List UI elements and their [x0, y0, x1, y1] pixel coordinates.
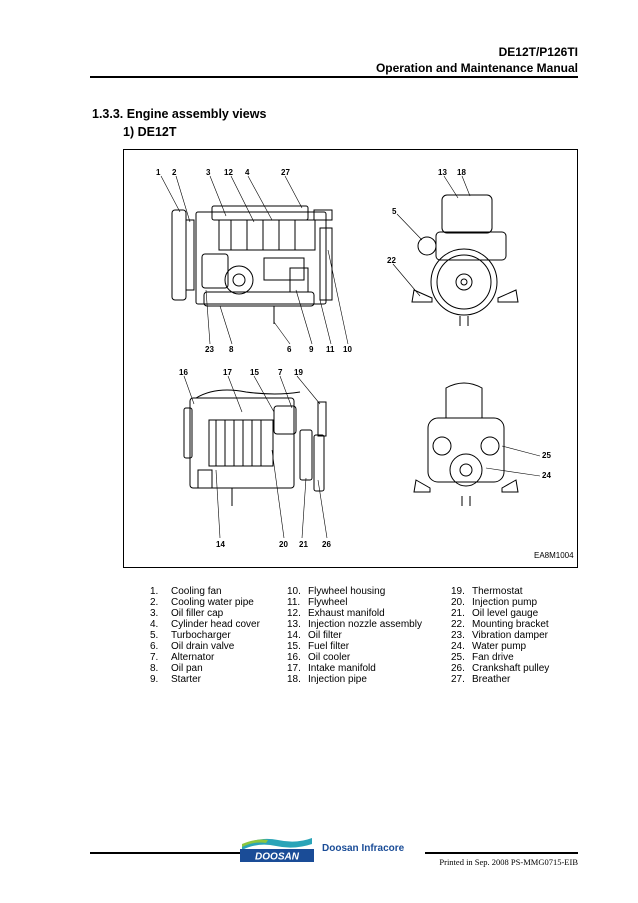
- callout-16: 16: [179, 368, 188, 377]
- callout-13: 13: [438, 168, 447, 177]
- list-item: 9.Starter: [150, 674, 202, 685]
- parts-column-2: 10.Flywheel housing 11.Flywheel 12.Exhau…: [287, 586, 462, 685]
- callout-18: 18: [457, 168, 466, 177]
- list-item: 15.Fuel filter: [287, 641, 350, 652]
- list-item: 17.Intake manifold: [287, 663, 376, 674]
- list-item: 12.Exhaust manifold: [287, 608, 385, 619]
- callout-21: 21: [299, 540, 308, 549]
- callout-26: 26: [322, 540, 331, 549]
- engine-figure: 1 2 3 12 4 27 13 18 5 22 23 8 6 9 11 10 …: [123, 149, 578, 568]
- callout-20: 20: [279, 540, 288, 549]
- callout-24: 24: [542, 471, 551, 480]
- list-item: 27.Breather: [451, 674, 511, 685]
- list-item: 10.Flywheel housing: [287, 586, 386, 597]
- callout-8: 8: [229, 345, 234, 354]
- parts-column-3: 19.Thermostat 20.Injection pump 21.Oil l…: [451, 586, 626, 685]
- list-item: 3.Oil filler cap: [150, 608, 224, 619]
- callout-5: 5: [392, 207, 397, 216]
- footer-rule-left: [90, 852, 240, 854]
- list-item: 26.Crankshaft pulley: [451, 663, 550, 674]
- list-item: 6.Oil drain valve: [150, 641, 235, 652]
- footer-brand: Doosan Infracore: [322, 843, 405, 854]
- header-model: DE12T/P126TI: [498, 45, 578, 59]
- doosan-logo: DOOSAN: [240, 838, 314, 863]
- list-item: 7.Alternator: [150, 652, 215, 663]
- engine-side-view-bottom: [183, 389, 327, 506]
- callouts-bottom: 16 17 15 7 19 25 24 14 20 21 26: [179, 368, 551, 549]
- list-item: 24.Water pump: [451, 641, 527, 652]
- list-item: 4.Cylinder head cover: [150, 619, 260, 630]
- engine-side-view-top: [171, 205, 333, 324]
- callout-17: 17: [223, 368, 232, 377]
- section-subheading: 1) DE12T: [123, 125, 177, 139]
- callout-7: 7: [278, 368, 283, 377]
- callout-25: 25: [542, 451, 551, 460]
- callout-6: 6: [287, 345, 292, 354]
- callout-27: 27: [281, 168, 290, 177]
- leader-lines: [160, 175, 541, 539]
- callout-9: 9: [309, 345, 314, 354]
- section-heading: 1.3.3. Engine assembly views: [92, 107, 267, 121]
- callouts-top: 1 2 3 12 4 27 13 18 5 22 23 8 6 9 11 10: [156, 168, 466, 354]
- list-item: 23.Vibration damper: [451, 630, 548, 641]
- list-item: 1.Cooling fan: [150, 586, 222, 597]
- list-item: 18.Injection pipe: [287, 674, 367, 685]
- list-item: 2.Cooling water pipe: [150, 597, 254, 608]
- engine-front-view-bottom: [413, 382, 519, 506]
- footer-printed: Printed in Sep. 2008 PS-MMG0715-EIB: [439, 857, 578, 867]
- list-item: 25.Fan drive: [451, 652, 514, 663]
- callout-10: 10: [343, 345, 352, 354]
- callout-3: 3: [206, 168, 211, 177]
- list-item: 16.Oil cooler: [287, 652, 351, 663]
- callout-12: 12: [224, 168, 233, 177]
- header-rule: [90, 76, 578, 78]
- list-item: 22.Mounting bracket: [451, 619, 549, 630]
- callout-1: 1: [156, 168, 161, 177]
- list-item: 13.Injection nozzle assembly: [287, 619, 422, 630]
- callout-22: 22: [387, 256, 396, 265]
- callout-23: 23: [205, 345, 214, 354]
- list-item: 11.Flywheel: [287, 597, 348, 608]
- callout-11: 11: [326, 345, 335, 354]
- parts-column-1: 1.Cooling fan 2.Cooling water pipe 3.Oil…: [150, 586, 325, 685]
- list-item: 19.Thermostat: [451, 586, 523, 597]
- list-item: 21.Oil level gauge: [451, 608, 539, 619]
- figure-code: EA8M1004: [534, 551, 574, 560]
- engine-front-view-top: [411, 194, 519, 326]
- callout-15: 15: [250, 368, 259, 377]
- list-item: 14.Oil filter: [287, 630, 342, 641]
- callout-19: 19: [294, 368, 303, 377]
- list-item: 5.Turbocharger: [150, 630, 231, 641]
- list-item: 8.Oil pan: [150, 663, 203, 674]
- callout-14: 14: [216, 540, 225, 549]
- engine-drawing: 1 2 3 12 4 27 13 18 5 22 23 8 6 9 11 10 …: [156, 168, 574, 560]
- callout-4: 4: [245, 168, 250, 177]
- callout-2: 2: [172, 168, 177, 177]
- header-manual-title: Operation and Maintenance Manual: [375, 61, 578, 75]
- logo-text: DOOSAN: [255, 852, 300, 863]
- list-item: 20.Injection pump: [451, 597, 538, 608]
- footer-rule-right: [425, 852, 578, 854]
